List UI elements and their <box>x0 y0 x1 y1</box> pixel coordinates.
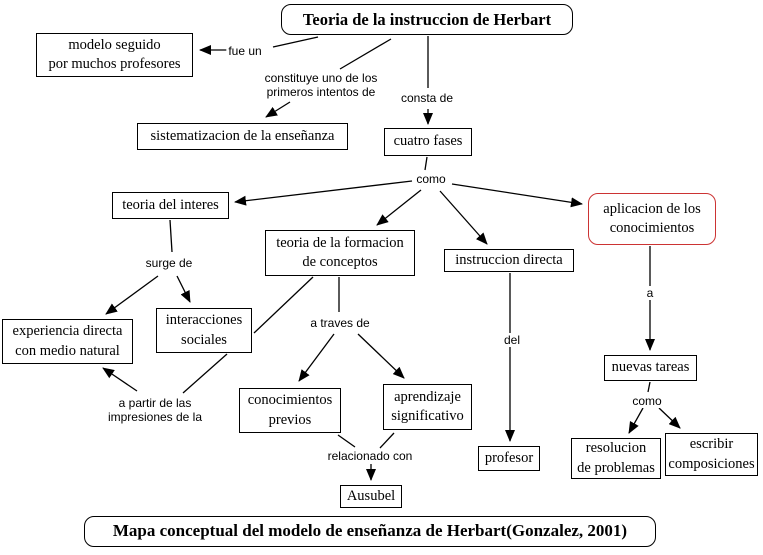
node-modelo-seguido: modelo seguido por muchos profesores <box>36 33 193 77</box>
node-profesor: profesor <box>478 446 540 471</box>
link-label-consta-de: consta de <box>398 91 456 106</box>
node-conocimientos-previos: conocimientos previos <box>239 388 341 433</box>
node-teoria-formacion-conceptos: teoria de la formacion de conceptos <box>265 230 415 276</box>
link-label-relacionado-con: relacionado con <box>325 449 415 464</box>
node-aprendizaje-significativo: aprendizaje significativo <box>383 384 472 430</box>
node-interacciones-sociales: interacciones sociales <box>156 308 252 353</box>
edge-como-to-teoria-interes <box>234 180 413 206</box>
edge-formacion-to-interacciones <box>253 276 314 334</box>
diagram-caption: Mapa conceptual del modelo de enseñanza … <box>84 516 656 547</box>
edge-title-to-constituye <box>339 38 392 70</box>
link-label-como-tareas: como <box>630 394 664 409</box>
node-nuevas-tareas: nuevas tareas <box>604 355 697 381</box>
node-escribir-composiciones: escribir composiciones <box>665 433 758 476</box>
node-sistematizacion: sistematizacion de la enseñanza <box>137 123 348 150</box>
node-resolucion-problemas: resolucion de problemas <box>571 438 661 479</box>
edge-como-to-aplicacion <box>451 183 583 208</box>
link-label-fue-un: fue un <box>226 44 264 59</box>
link-label-a-traves-de: a traves de <box>308 316 372 331</box>
link-label-constituye: constituye uno de los primeros intentos … <box>262 71 380 100</box>
link-label-a: a <box>644 286 656 301</box>
node-ausubel: Ausubel <box>340 485 402 508</box>
edge-como-to-instruccion-directa <box>439 190 488 245</box>
link-label-como-fases: como <box>414 172 448 187</box>
edge-teoria-interes-to-surge-de <box>169 219 173 253</box>
link-label-surge-de: surge de <box>143 256 195 271</box>
node-title: Teoria de la instruccion de Herbart <box>281 4 573 35</box>
edge-title-to-fue-un <box>272 36 319 48</box>
edge-conocimientos-to-relacionado <box>337 434 356 448</box>
edge-como-to-resolucion <box>628 407 644 434</box>
edge-a-traves-to-conocimientos <box>298 333 335 382</box>
edge-surge-de-to-interacciones <box>176 275 191 303</box>
link-label-del: del <box>501 333 523 348</box>
node-teoria-del-interes: teoria del interes <box>112 192 229 219</box>
node-aplicacion-conocimientos: aplicacion de los conocimientos <box>588 193 716 245</box>
node-cuatro-fases: cuatro fases <box>384 128 472 156</box>
edge-cuatro-fases-to-como <box>424 156 428 171</box>
edge-interacciones-to-a-partir <box>182 353 228 394</box>
node-experiencia-directa: experiencia directa con medio natural <box>2 319 133 364</box>
link-label-a-partir: a partir de las impresiones de la <box>105 396 205 425</box>
edge-constituye-to-sistematizacion <box>265 101 291 118</box>
edge-surge-de-to-experiencia <box>105 275 159 315</box>
edge-a-traves-to-aprendizaje <box>357 333 405 379</box>
edge-como-to-escribir <box>658 407 681 429</box>
edge-a-partir-to-experiencia <box>102 367 138 392</box>
edge-como-to-teoria-formacion <box>376 189 422 226</box>
edge-aprendizaje-to-relacionado <box>379 432 395 449</box>
edge-nuevas-tareas-to-como <box>647 381 651 393</box>
node-instruccion-directa: instruccion directa <box>444 249 574 272</box>
